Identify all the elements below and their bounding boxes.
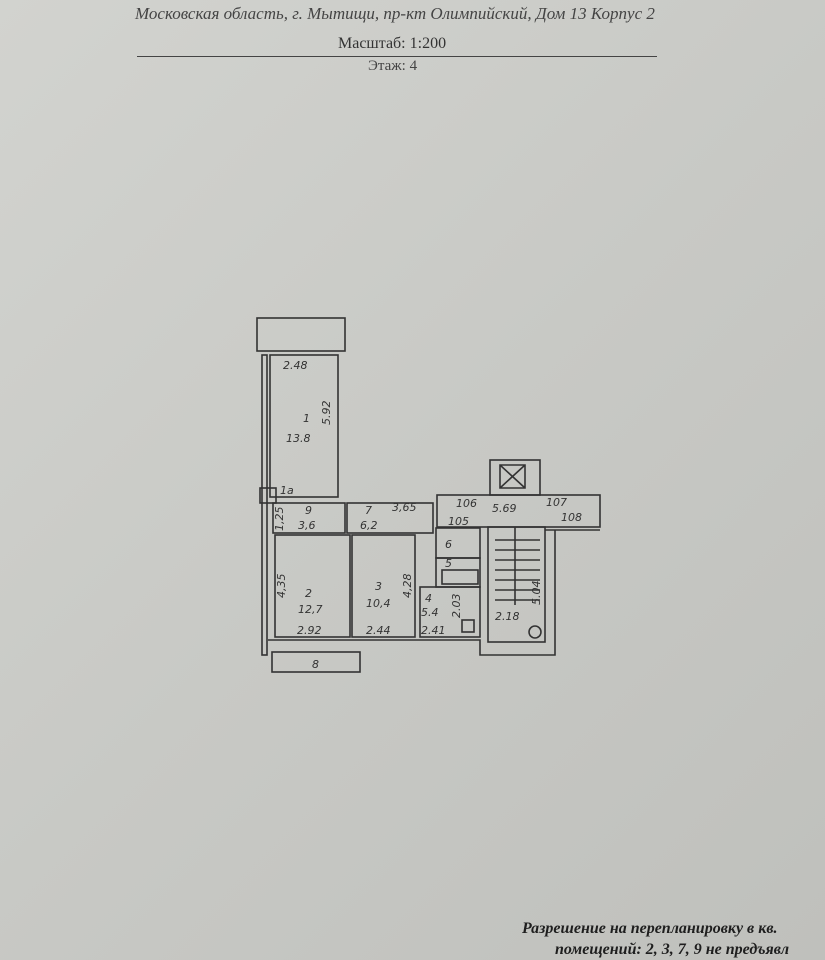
room-2-number: 2 <box>305 587 312 600</box>
permission-note-line1: Разрешение на перепланировку в кв. <box>522 920 778 937</box>
dim: 2.03 <box>450 594 463 619</box>
dim: 5.92 <box>320 401 333 426</box>
dim: 1,25 <box>273 507 286 532</box>
room-6-outline <box>435 527 481 559</box>
room-106-number: 106 <box>456 497 477 510</box>
dim: 5.04 <box>530 581 543 606</box>
dim: 4,35 <box>275 574 288 599</box>
divider <box>137 56 657 57</box>
room-7-area: 6,2 <box>360 519 378 532</box>
room-6-number: 6 <box>445 538 452 551</box>
balcony-top <box>256 317 346 352</box>
room-9-number: 9 <box>305 504 312 517</box>
room-labels: 1 13.8 1а 2 12,7 3 10,4 4 5.4 5 6 7 6,2 … <box>280 412 582 671</box>
floor-label: Этаж: 4 <box>368 58 418 74</box>
dim: 3,65 <box>392 501 417 514</box>
room-9-outline <box>272 502 346 534</box>
scale-label: Масштаб: 1:200 <box>338 35 447 52</box>
room-1-number: 1 <box>303 412 310 425</box>
chute-icon <box>528 625 542 639</box>
column <box>259 487 277 504</box>
outer-wall-bottom <box>268 530 556 656</box>
room-1-area: 13.8 <box>286 432 311 445</box>
stairwell-outline <box>487 526 546 643</box>
room-9-area: 3,6 <box>298 519 316 532</box>
stairs-icon <box>495 527 540 605</box>
room-4-area: 5.4 <box>421 606 439 619</box>
dim: 4,28 <box>401 574 414 599</box>
bathtub-icon <box>441 569 479 585</box>
room-2-area: 12,7 <box>298 603 323 616</box>
room-8-number: 8 <box>312 658 319 671</box>
elevator-shaft <box>489 459 541 496</box>
address-heading: Московская область, г. Мытищи, пр-кт Оли… <box>135 4 655 23</box>
room-5-number: 5 <box>445 557 452 570</box>
elevator-cross-icon <box>499 464 526 489</box>
room-3-area: 10,4 <box>366 597 391 610</box>
room-3-outline <box>351 534 416 638</box>
room-2-outline <box>274 534 351 638</box>
room-5-outline <box>435 557 481 588</box>
outer-wall <box>261 354 268 656</box>
stove-icon <box>461 619 475 633</box>
room-1a-number: 1а <box>280 484 294 497</box>
room-107-number: 107 <box>546 496 567 509</box>
dim: 2.41 <box>421 624 446 637</box>
room-1-outline <box>269 354 339 498</box>
room-3-number: 3 <box>375 580 382 593</box>
room-4-number: 4 <box>425 592 432 605</box>
dim: 5.69 <box>492 502 517 515</box>
dim: 2.48 <box>283 359 308 372</box>
dim: 2.92 <box>297 624 322 637</box>
room-108-number: 108 <box>561 511 582 524</box>
permission-note-line2: помещений: 2, 3, 7, 9 не предъявл <box>555 941 790 958</box>
room-105-number: 105 <box>448 515 469 528</box>
dim: 2.44 <box>366 624 391 637</box>
dim: 2.18 <box>495 610 520 623</box>
balcony-bottom <box>271 651 361 673</box>
walls <box>256 317 601 673</box>
room-7-number: 7 <box>365 504 372 517</box>
room-7-outline <box>346 502 434 534</box>
dimension-labels: 2.48 5.92 1,25 3,65 4,35 4,28 2.92 2.44 … <box>273 359 543 637</box>
